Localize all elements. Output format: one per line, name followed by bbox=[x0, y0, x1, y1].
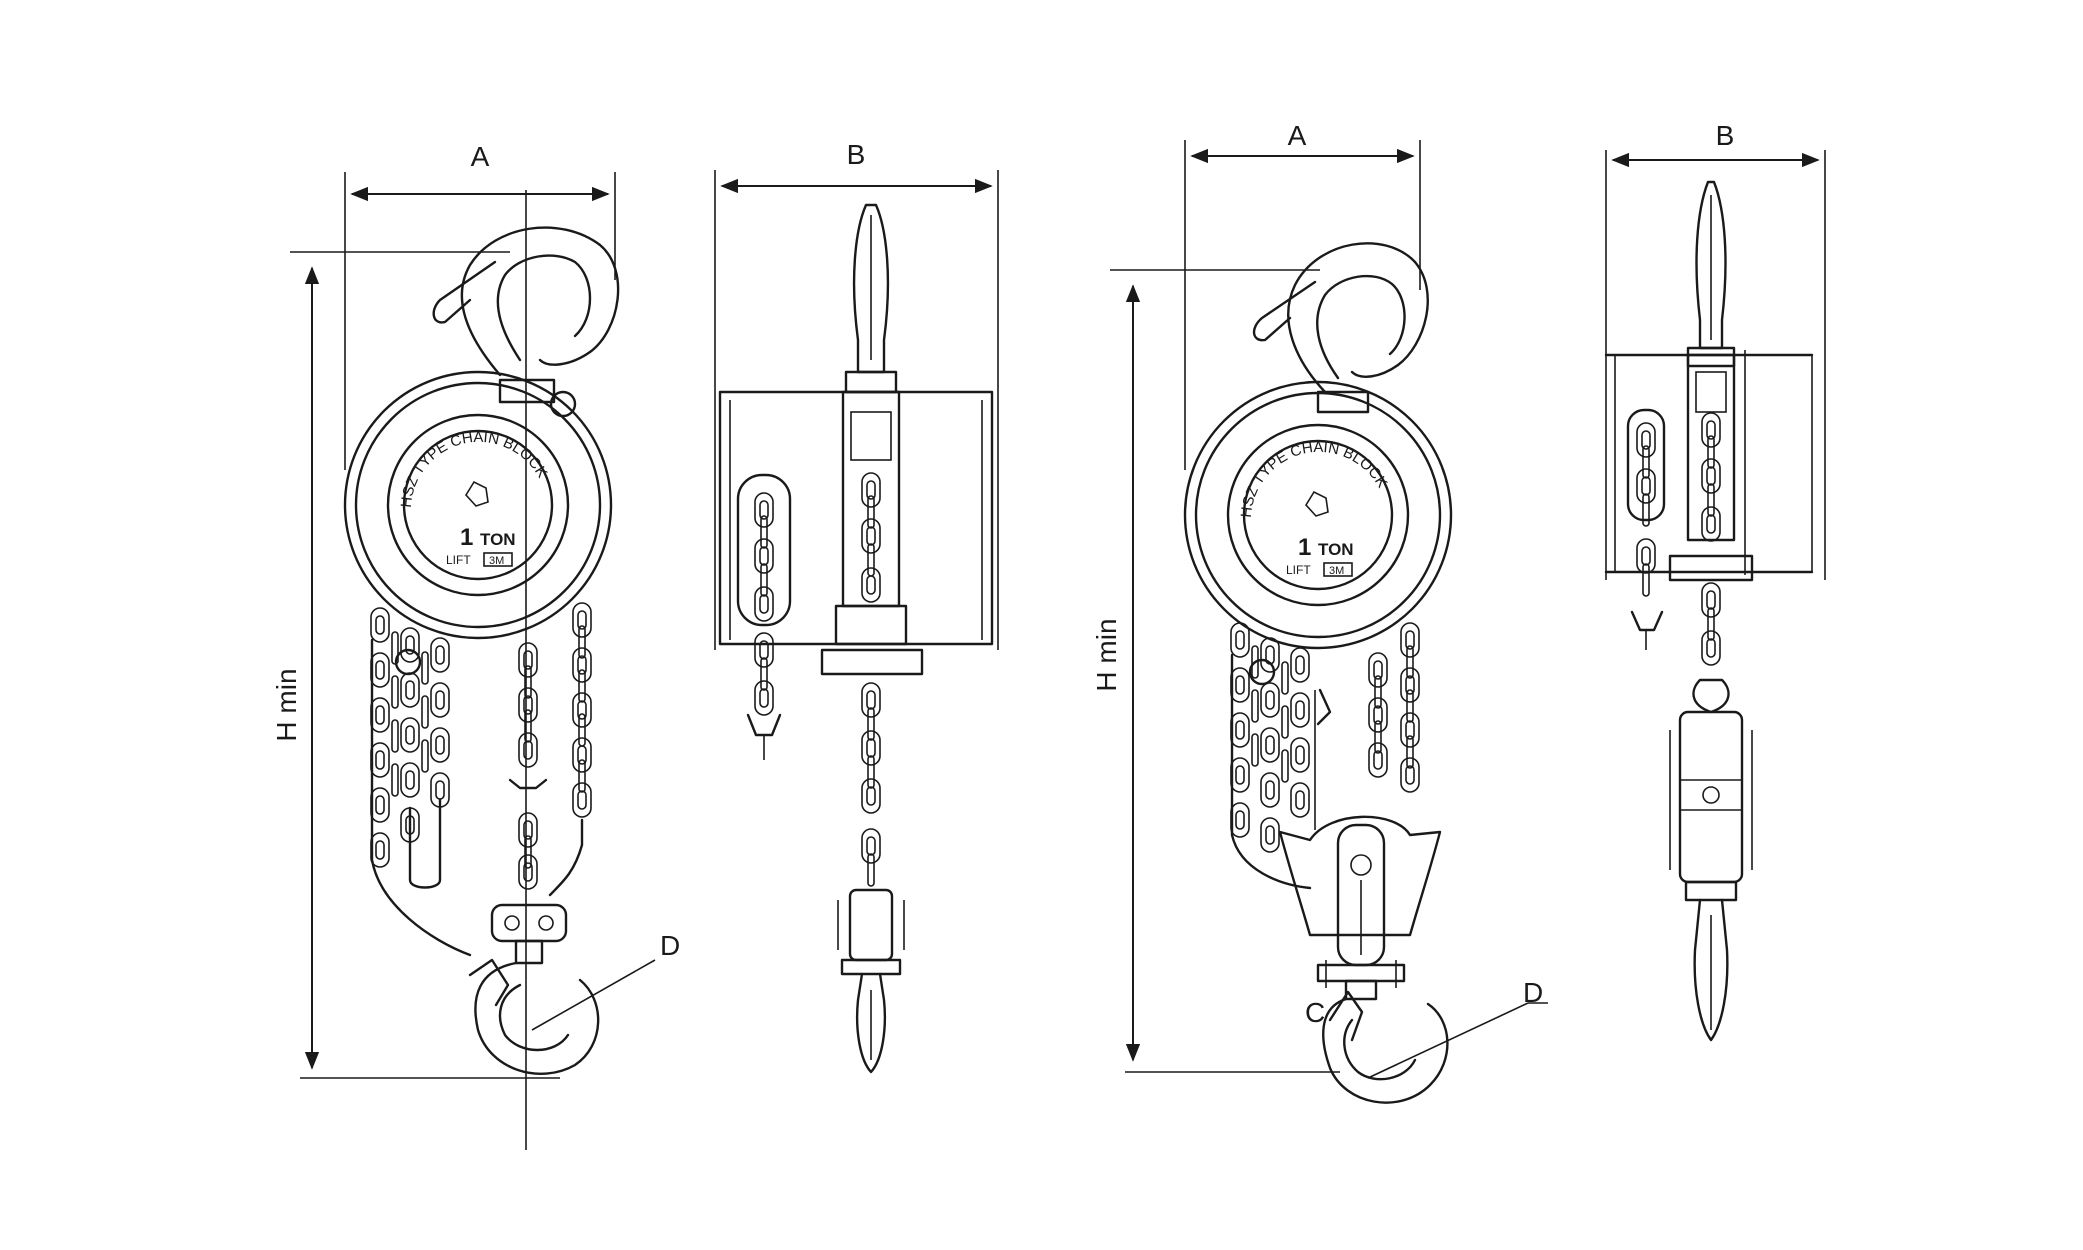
bottom-block bbox=[490, 903, 568, 943]
hand-chain-right bbox=[1230, 622, 1332, 890]
top-hook-latch bbox=[432, 260, 497, 324]
capacity-unit-2: TON bbox=[1318, 540, 1354, 559]
bottom-hook-latch-2 bbox=[1328, 990, 1364, 1042]
top-hook bbox=[460, 226, 620, 377]
side-load-chain-2 bbox=[1701, 582, 1721, 666]
hand-chain-left bbox=[370, 607, 472, 957]
wheel-rim bbox=[354, 381, 602, 629]
nameplate-ring bbox=[386, 413, 570, 597]
left-side-view: B bbox=[714, 139, 999, 1074]
top-hook-inner bbox=[496, 254, 592, 362]
nameplate-face bbox=[402, 429, 554, 581]
capacity-unit: TON bbox=[480, 530, 516, 549]
side-hand-wheel-2 bbox=[1626, 408, 1666, 522]
lion-logo-icon-2 bbox=[1305, 490, 1329, 517]
bottom-pulley-block bbox=[1278, 815, 1442, 937]
callout-d2-label: D bbox=[1523, 977, 1543, 1008]
right-side-view: B bbox=[1604, 120, 1826, 1042]
side-bottom-hook-2 bbox=[1693, 898, 1729, 1042]
wheel-outer bbox=[343, 370, 613, 640]
callout-d-label: D bbox=[660, 930, 680, 961]
bottom-hook bbox=[474, 961, 600, 1075]
capacity-number: 1 bbox=[460, 524, 473, 551]
bottom-hook-latch bbox=[468, 958, 510, 1007]
callout-d-leader bbox=[531, 959, 656, 1031]
dim-b2-label: B bbox=[1716, 120, 1735, 151]
lift-value: 3M bbox=[489, 555, 504, 567]
right-front-view: A H min HSZ TYPE CHAIN BLOCK 1 TON LIFT … bbox=[1091, 120, 1548, 1104]
side-pulley-block-2 bbox=[1678, 710, 1744, 884]
bottom-hook-inner bbox=[498, 983, 570, 1052]
load-chain-left bbox=[508, 602, 592, 897]
bottom-hook-neck bbox=[514, 939, 544, 965]
callout-d2-leader bbox=[1367, 1002, 1529, 1079]
dim-b-label: B bbox=[847, 139, 866, 170]
lift-label-2: LIFT bbox=[1286, 563, 1311, 577]
side-load-chain bbox=[861, 682, 881, 887]
load-chain-right bbox=[1314, 622, 1420, 830]
capacity-number-2: 1 bbox=[1298, 534, 1311, 561]
dim-h2-label: H min bbox=[1091, 618, 1122, 691]
bottom-hook-2 bbox=[1322, 997, 1449, 1104]
lion-logo-icon bbox=[465, 480, 489, 507]
side-hand-wheel bbox=[736, 473, 792, 627]
nameplate-type-text: HSZ TYPE CHAIN BLOCK bbox=[398, 429, 551, 508]
lift-box bbox=[483, 552, 513, 567]
wheel-outer-2 bbox=[1183, 380, 1453, 650]
nameplate-ring-2 bbox=[1226, 423, 1410, 607]
lift-label: LIFT bbox=[446, 553, 471, 567]
lift-value-2: 3M bbox=[1329, 565, 1344, 577]
nameplate-type-text-2: HSZ TYPE CHAIN BLOCK bbox=[1238, 439, 1391, 518]
dim-h-label: H min bbox=[271, 668, 302, 741]
callout-c-label: C bbox=[1305, 997, 1325, 1028]
side-gearbox-2 bbox=[1686, 353, 1736, 542]
dim-a2-label: A bbox=[1288, 120, 1307, 151]
left-front-view: A H min HSZ TYPE CHAIN BLOCK 1 TON LIFT … bbox=[271, 141, 680, 1150]
top-hook-2 bbox=[1287, 242, 1429, 394]
hook-neck bbox=[498, 378, 556, 404]
side-bottom-hook bbox=[855, 972, 887, 1074]
side-bottom-block bbox=[848, 888, 894, 962]
dim-a-label: A bbox=[471, 141, 490, 172]
